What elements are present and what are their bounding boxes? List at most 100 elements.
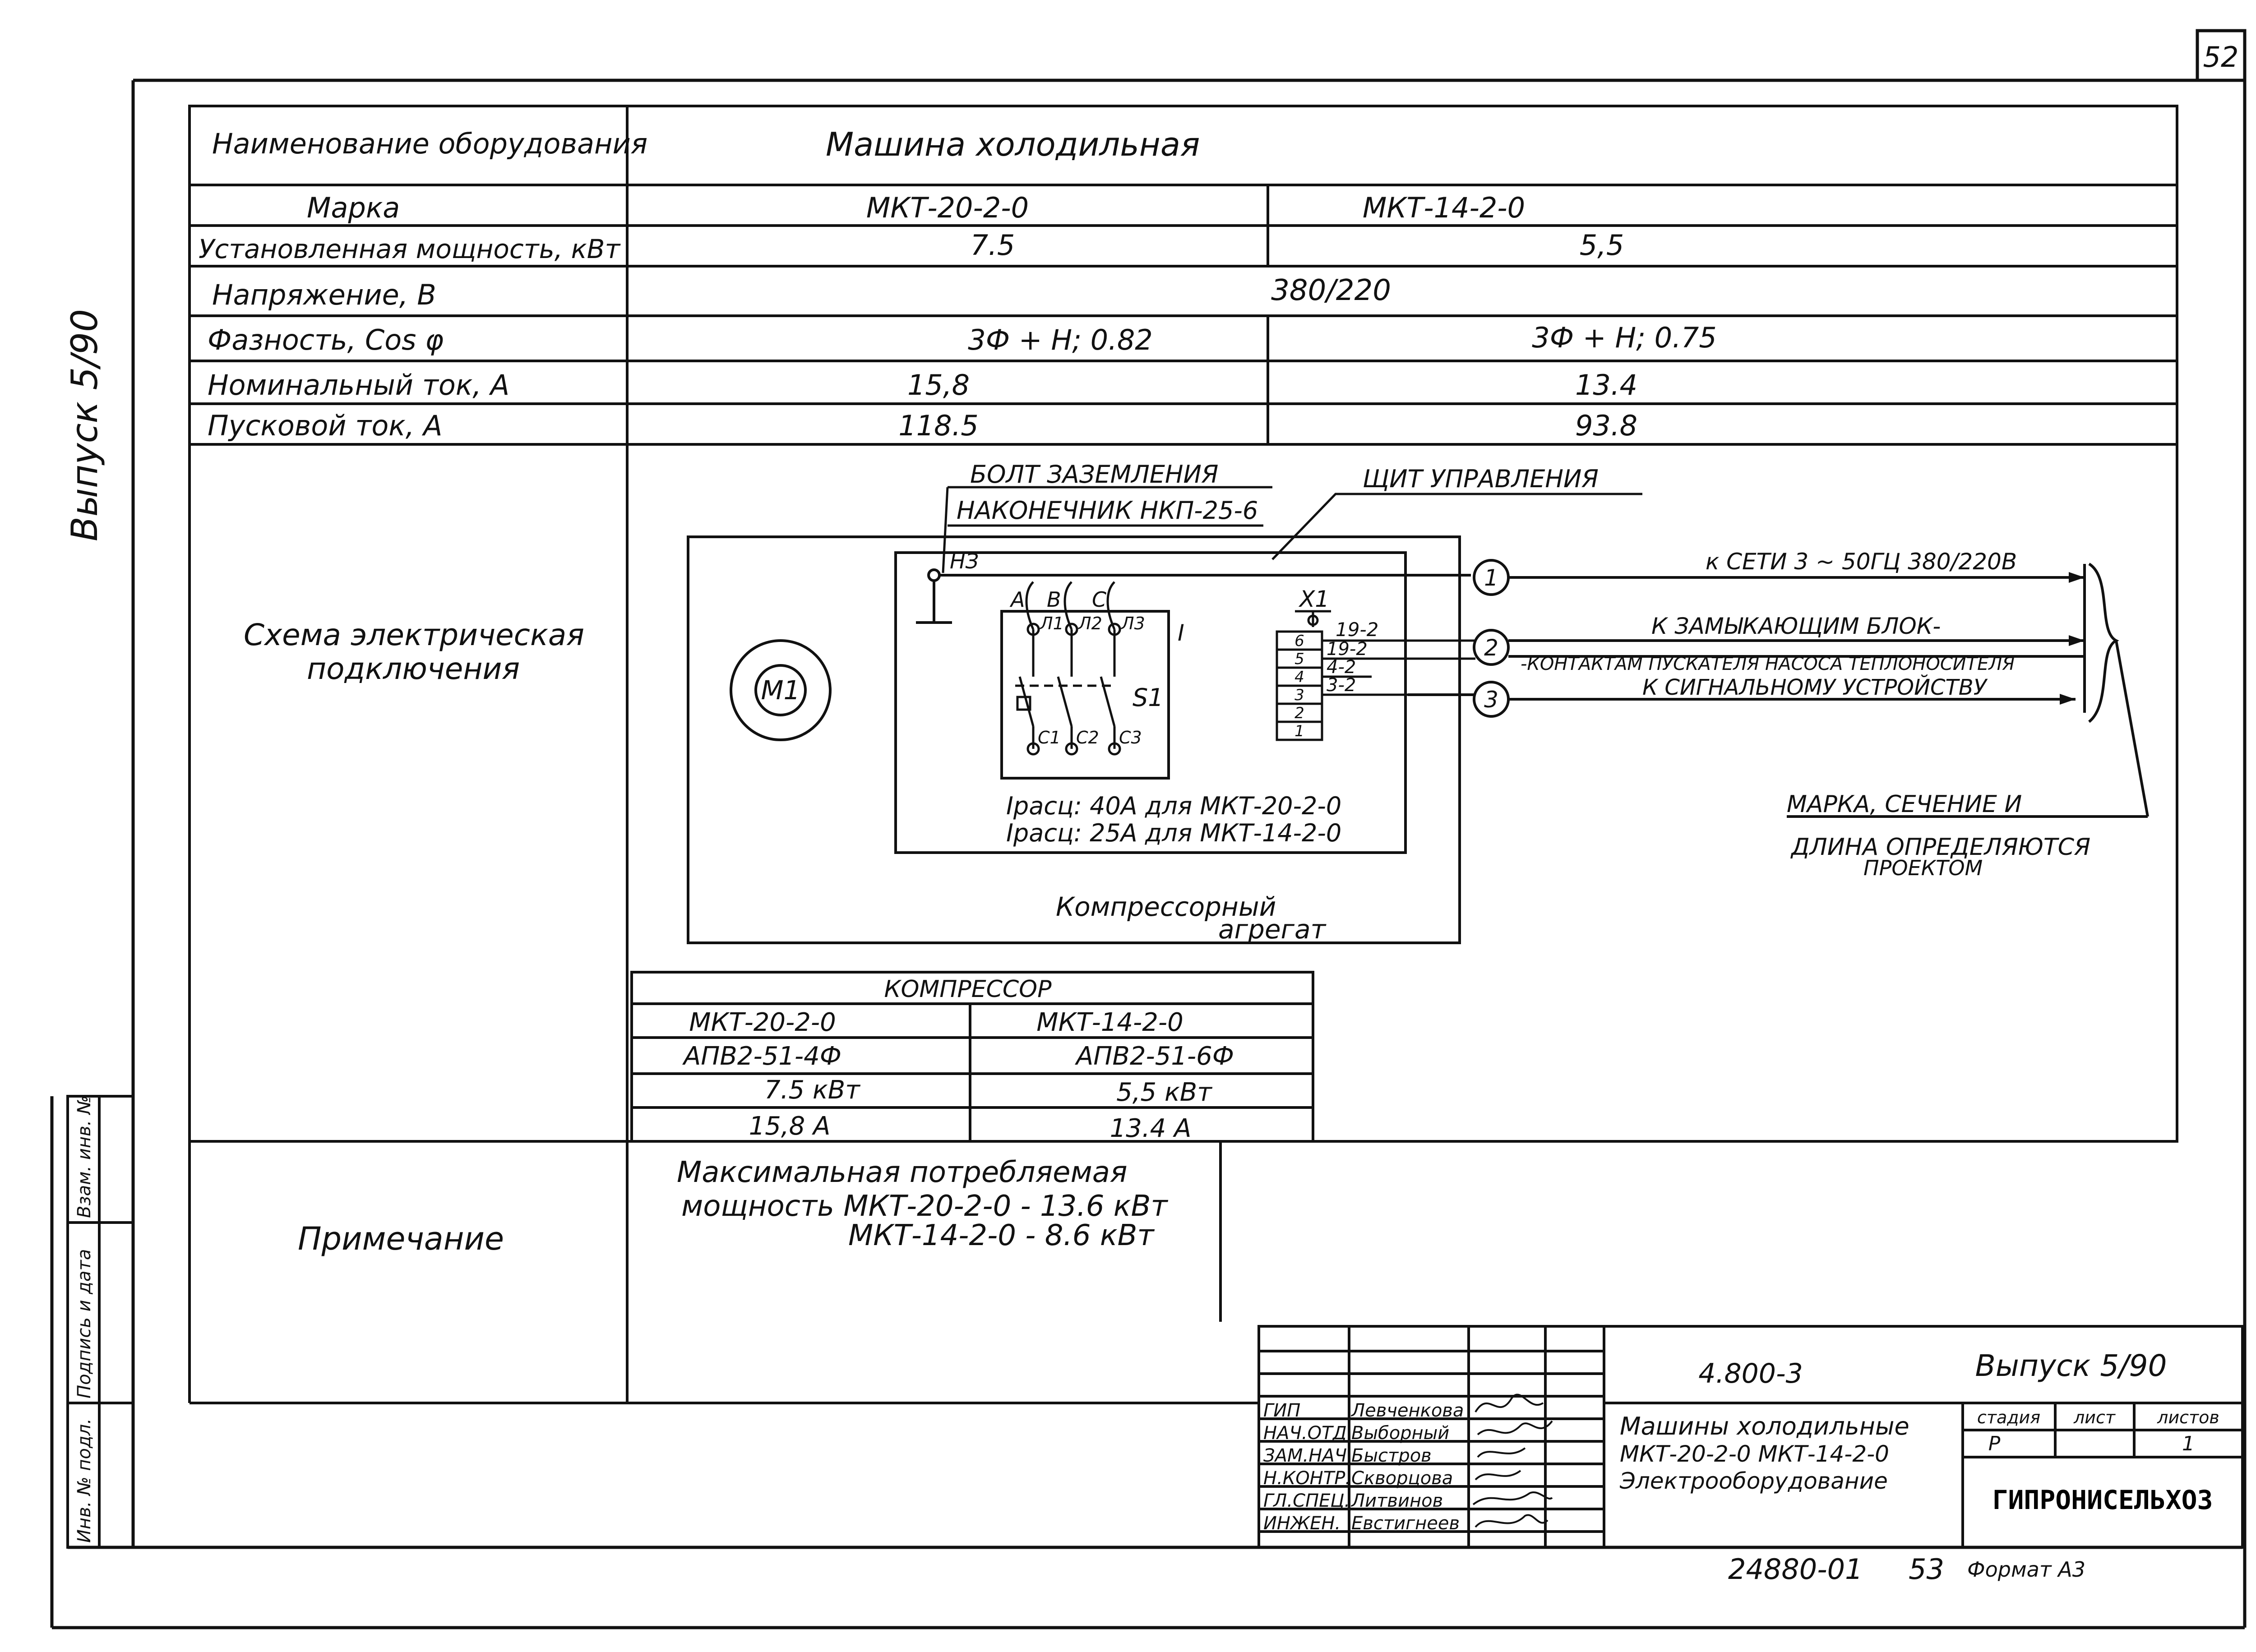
unit-label-1: Компрессорный [1056,891,1276,922]
control-panel-box [894,551,1407,854]
scheme-label: Схема электрическая [244,618,584,652]
stamp-replaced-inv: Взам. инв. № [74,1095,95,1218]
name-gip: Левченкова [1350,1400,1464,1421]
cable-note-3: ПРОЕКТОМ [1863,856,1983,880]
electrical-scheme: M1 НЗ БОЛТ ЗАЗЕМЛЕНИЯ НАКОНЕЧНИК НКП-25-… [687,460,2149,945]
cable-note-2: ДЛИНА ОПРЕДЕЛЯЮТСЯ [1790,834,2090,861]
strip-number-3: 3 [1294,686,1304,704]
phase-c-label: C [1092,587,1106,612]
current-rating-2: Iрасц: 25А для МКТ-14-2-0 [1006,819,1341,847]
line-circle-3: 3 [1484,687,1498,713]
brand-model-1: МКТ-20-2-0 [866,191,1029,224]
doc-title-2: МКТ-20-2-0 МКТ-14-2-0 [1620,1441,1889,1467]
rated-current-model-1: 15,8 [907,369,970,401]
compressor-table-grid [630,971,1314,1143]
wire-label-3-2: 3-2 [1327,675,1356,696]
ground-label: НЗ [950,549,979,573]
name-chief-spec: Литвинов [1350,1490,1443,1511]
voltage-value: 380/220 [1271,274,1391,307]
terminal-strip [1276,610,1475,741]
unit-label-2: агрегат [1218,914,1327,945]
title-block-grid [1257,1325,2244,1549]
sheet-number: 52 [2203,41,2239,74]
terminal-c2: С2 [1076,728,1099,748]
ground-icon [916,568,952,624]
panel-label: ЩИТ УПРАВЛЕНИЯ [1363,465,1599,493]
role-engineer: ИНЖЕН. [1263,1513,1341,1534]
phase-a-label: A [1009,587,1025,612]
terminal-l2: Л2 [1077,614,1102,633]
line-circle-2: 2 [1484,635,1498,661]
name-deputy-head: Быстров [1351,1445,1432,1466]
terminal-c3: С3 [1119,728,1142,748]
line-1-label: к СЕТИ 3 ~ 50ГЦ 380/220В [1706,549,2017,575]
compressor-table-text: КОМПРЕССОР МКТ-20-2-0 МКТ-14-2-0 АПВ2-51… [682,976,1234,1143]
doc-code: 4.800-3 [1698,1358,1803,1389]
terminal-l1: Л1 [1039,614,1064,633]
start-current-model-2: 93.8 [1575,409,1637,442]
equipment-name: Машина холодильная [826,125,1200,163]
row-label-power: Установленная мощность, кВт [199,234,621,264]
issue-label: Выпуск 5/90 [1975,1348,2167,1383]
stage-header: стадия [1977,1407,2040,1427]
scheme-label-2: подключения [307,651,520,686]
current-mark: I [1178,620,1184,646]
phase-b-label: B [1047,587,1061,612]
power-model-2: 5,5 [1580,229,1624,262]
bolt-label: БОЛТ ЗАЗЕМЛЕНИЯ [970,460,1218,489]
wire-label-19-2-a: 19-2 [1336,618,1378,641]
line-arrows [2060,572,2085,705]
terminal-l3: Л3 [1120,614,1145,633]
brand-model-2: МКТ-14-2-0 [1363,191,1525,224]
footer-page: 53 [1909,1553,1944,1586]
current-rating-1: Iрасц: 40А для МКТ-20-2-0 [1006,792,1341,820]
row-label-equipment: Наименование оборудования [212,127,647,160]
stamp-inv-number: Инв. № подл. [74,1418,95,1543]
motor-inner-circle [754,664,807,716]
row-label-rated-current: Номинальный ток, А [208,369,509,401]
compressor-model-2: МКТ-14-2-0 [1036,1008,1183,1037]
stamp-signature-date: Подпись и дата [74,1249,95,1398]
name-head-dept: Выборный [1351,1423,1449,1444]
stage-value: Р [1988,1432,2001,1455]
note-line-2: мощность МКТ-20-2-0 - 13.6 кВт [681,1190,1168,1223]
sheet-header: лист [2073,1407,2116,1427]
note-line-3: МКТ-14-2-0 - 8.6 кВт [848,1219,1155,1252]
compressor-type-1: АПВ2-51-4Ф [682,1042,841,1071]
note-label: Примечание [298,1220,504,1257]
note-line-1: Максимальная потребляемая [677,1156,1127,1189]
org-name: ГИПРОНИСЕЛЬХОЗ [1992,1485,2213,1515]
equipment-table-grid [188,105,2178,1404]
strip-number-5: 5 [1294,650,1304,668]
wire-label-4-2: 4-2 [1327,657,1356,678]
footer-format: Формат А3 [1967,1557,2085,1582]
role-head-dept: НАЧ.ОТД. [1263,1423,1352,1444]
strip-number-4: 4 [1294,668,1304,686]
compressor-unit-box [687,535,1461,944]
phase-model-2: 3Ф + Н; 0.75 [1532,321,1716,354]
sheets-value: 1 [2182,1432,2195,1455]
role-norm-control: Н.КОНТР. [1263,1468,1351,1489]
side-issue-label: Выпуск 5/90 [64,309,106,541]
phase-model-1: 3Ф + Н; 0.82 [968,323,1152,356]
cable-note-1: МАРКА, СЕЧЕНИЕ И [1787,791,2022,818]
power-model-1: 7.5 [971,229,1015,262]
name-norm-control: Скворцова [1351,1468,1453,1489]
doc-title-3: Электрооборудование [1619,1468,1888,1494]
doc-title-1: Машины холодильные [1620,1412,1909,1440]
compressor-power-1: 7.5 кВт [764,1075,860,1105]
role-gip: ГИП [1263,1400,1300,1421]
compressor-power-2: 5,5 кВт [1116,1078,1212,1107]
equipment-table-text: Наименование оборудования Машина холодил… [199,125,1717,1257]
wire-label-19-2-b: 19-2 [1327,639,1368,660]
strip-number-6: 6 [1294,632,1304,650]
terminal-c1: С1 [1038,728,1061,748]
row-label-brand: Марка [307,191,400,224]
strip-number-1: 1 [1294,722,1304,740]
compressor-current-1: 15,8 А [749,1112,831,1141]
sheets-header: листов [2157,1407,2219,1427]
line-circle-1: 1 [1484,565,1498,591]
side-stamp [66,1095,134,1549]
switch-box [1000,610,1170,780]
